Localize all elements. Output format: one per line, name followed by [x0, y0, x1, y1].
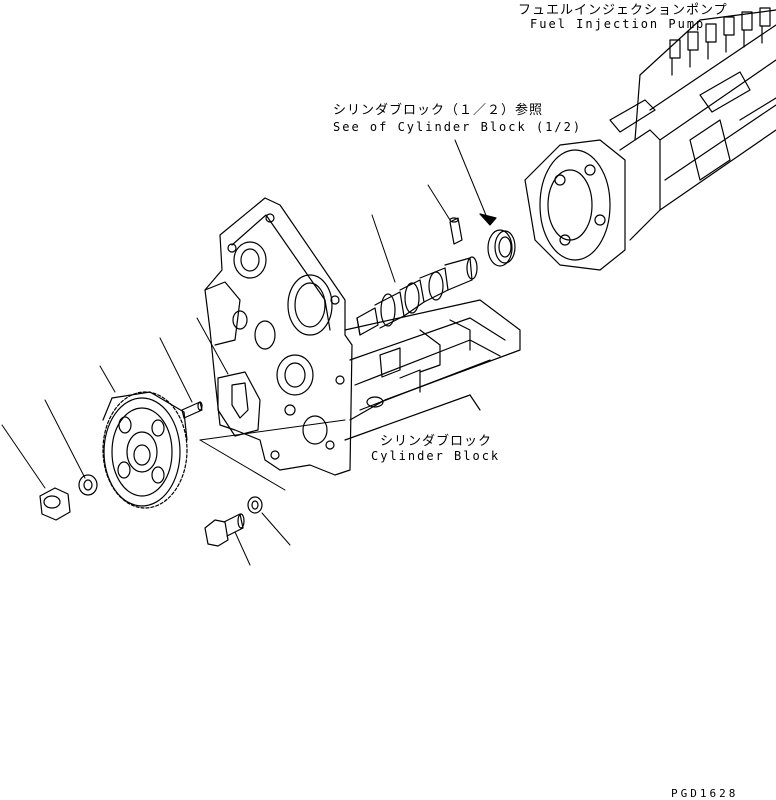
- see-block-label-jp: シリンダブロック（１／２）参照: [333, 103, 544, 118]
- dowel-pin: [449, 217, 463, 245]
- fuel-pump-label-en: Fuel Injection Pump: [530, 17, 706, 31]
- cylinder-block: [344, 299, 521, 441]
- lock-washer: [78, 474, 98, 496]
- fuel-injection-pump: [524, 7, 776, 271]
- gear-housing-plate: [204, 197, 353, 476]
- camshaft: [356, 256, 478, 336]
- cylinder-block-label-jp: シリンダブロック: [380, 434, 493, 449]
- see-block-label-en: See of Cylinder Block (1/2): [333, 120, 583, 134]
- gasket: [217, 371, 261, 437]
- cylinder-block-label-en: Cylinder Block: [371, 449, 501, 463]
- leader-lines: [1, 139, 491, 566]
- pump-delivery-valves: [669, 7, 771, 76]
- reference-arrow: [479, 213, 497, 226]
- timing-gear: [102, 391, 188, 509]
- drawing-code: PGD1628: [671, 787, 739, 800]
- washer: [247, 496, 263, 514]
- bearing-ring: [487, 229, 516, 267]
- pin: [181, 401, 203, 419]
- bolt: [204, 513, 245, 547]
- fuel-pump-label-jp: フュエルインジェクションポンプ: [518, 3, 728, 18]
- nut: [39, 487, 71, 521]
